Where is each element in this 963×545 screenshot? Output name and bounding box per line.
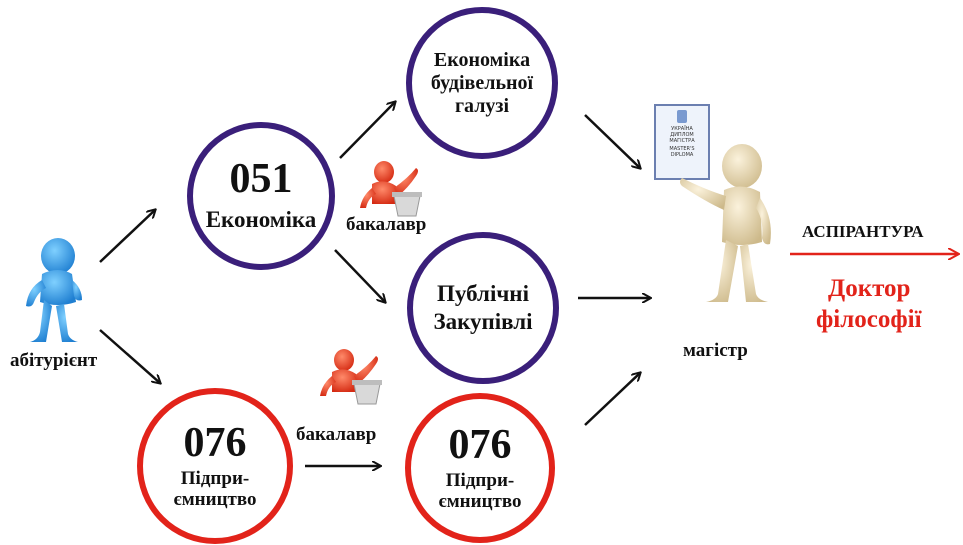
node-076-bachelor-code: 076 bbox=[183, 419, 247, 466]
applicant-label: абітурієнт bbox=[10, 350, 98, 371]
node-076-master-code: 076 bbox=[448, 421, 512, 468]
diploma-line1: УКРАЇНА bbox=[671, 126, 693, 132]
bachelor-top-label: бакалавр bbox=[346, 214, 427, 235]
arrow-051-to-procurement bbox=[334, 249, 385, 302]
bachelor-bottom-label: бакалавр bbox=[296, 424, 377, 445]
arrow-applicant-to-051 bbox=[99, 210, 155, 263]
node-076-bachelor-line1: Підпри- bbox=[180, 467, 250, 489]
lecturer-figure-icon bbox=[320, 349, 382, 405]
node-public-procurement: Публічні Закупівлі bbox=[407, 232, 559, 384]
arrow-051-to-construction bbox=[339, 102, 395, 159]
applicant-figure-icon bbox=[26, 238, 82, 342]
procurement-line1: Публічні bbox=[437, 281, 529, 307]
diploma-line5: DIPLOMA bbox=[670, 152, 694, 158]
construction-line3: галузі bbox=[454, 94, 510, 117]
node-051-code: 051 bbox=[229, 156, 293, 203]
diploma-line3: МАГІСТРА bbox=[669, 138, 695, 144]
diploma-line2: ДИПЛОМ bbox=[670, 132, 694, 138]
arrow-076-to-master bbox=[584, 373, 640, 426]
node-construction-economics: Економіка будівельної галузі bbox=[406, 7, 558, 159]
node-076-entrepreneurship-master: 076 Підпри- ємництво bbox=[405, 393, 555, 543]
arrow-construction-to-master bbox=[584, 114, 640, 168]
doctor-line2: філософії bbox=[816, 306, 922, 333]
construction-line1: Економіка bbox=[433, 48, 531, 71]
arrow-applicant-to-076 bbox=[99, 329, 160, 383]
node-076-master-line2: ємництво bbox=[438, 491, 522, 512]
node-051-economics: 051 Економіка bbox=[187, 122, 335, 270]
doctor-line1: Доктор bbox=[828, 275, 911, 302]
diploma-line4: MASTER'S bbox=[669, 146, 695, 152]
master-figure-icon bbox=[680, 144, 771, 302]
diploma-emblem-icon bbox=[677, 110, 687, 123]
postgraduate-label: АСПІРАНТУРА bbox=[802, 222, 924, 241]
lecturer-figure-icon bbox=[360, 161, 422, 217]
node-076-entrepreneurship-bachelor: 076 Підпри- ємництво bbox=[137, 388, 293, 544]
construction-line2: будівельної bbox=[430, 71, 534, 94]
node-076-master-line1: Підпри- bbox=[445, 469, 515, 491]
node-076-bachelor-line2: ємництво bbox=[173, 489, 257, 510]
master-label: магістр bbox=[683, 340, 748, 361]
procurement-line2: Закупівлі bbox=[433, 309, 533, 334]
node-051-label: Економіка bbox=[205, 207, 317, 233]
